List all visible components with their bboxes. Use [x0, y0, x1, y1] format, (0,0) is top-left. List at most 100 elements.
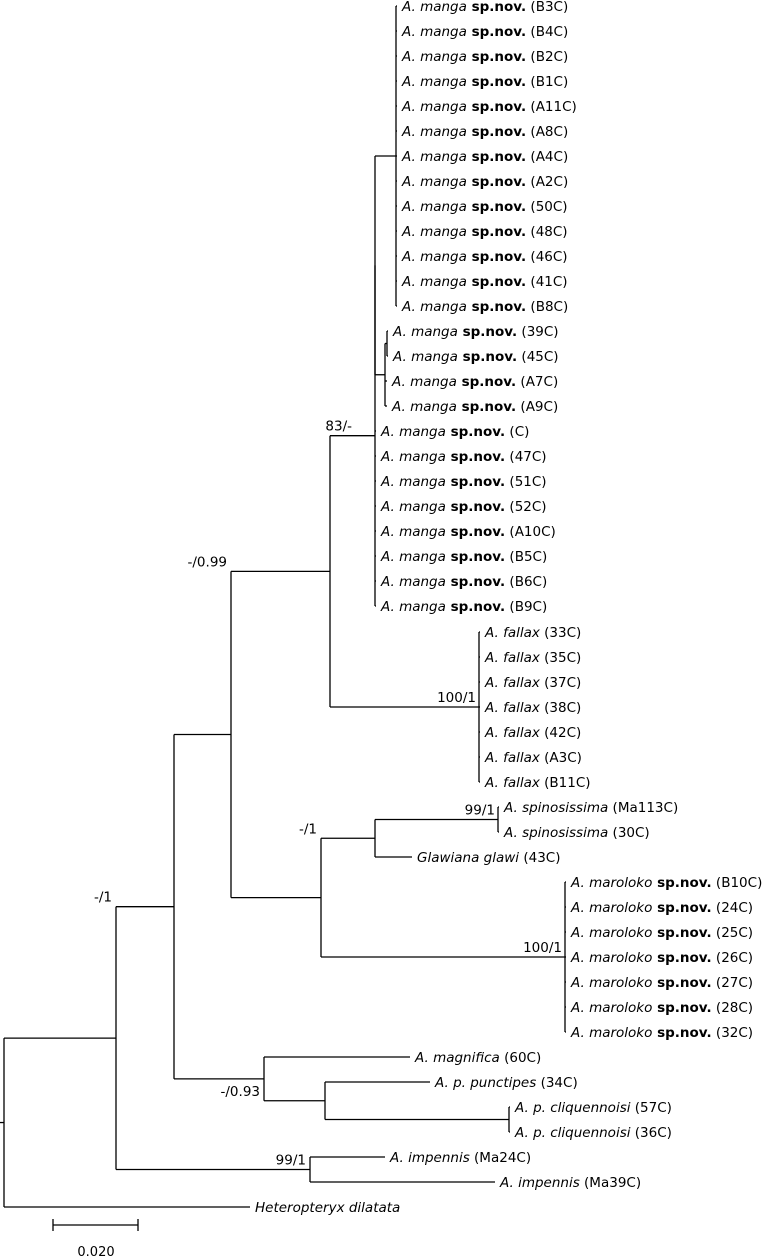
sp-nov-marker: sp.nov.	[458, 324, 517, 340]
taxon-label-manga_45C: A. manga sp.nov. (45C)	[392, 349, 559, 365]
support-magnifica_punctipes: -/0.93	[221, 1084, 260, 1100]
sp-nov-marker: sp.nov.	[446, 424, 505, 440]
taxon-name: A. fallax	[484, 775, 541, 791]
sp-nov-marker: sp.nov.	[467, 49, 526, 65]
specimen-code: (34C)	[536, 1075, 577, 1091]
specimen-code: (51C)	[505, 474, 546, 490]
sp-nov-marker: sp.nov.	[467, 0, 526, 15]
taxon-label-manga_A10C: A. manga sp.nov. (A10C)	[380, 524, 556, 540]
taxon-label-glawi_43C: Glawiana glawi (43C)	[417, 850, 561, 866]
specimen-code: (60C)	[500, 1050, 541, 1066]
taxon-name: A. manga	[401, 274, 467, 290]
sp-nov-marker: sp.nov.	[652, 1025, 711, 1041]
specimen-code: (26C)	[712, 950, 753, 966]
taxon-label-heteropteryx: Heteropteryx dilatata	[255, 1200, 400, 1216]
taxon-name: A. manga	[401, 99, 467, 115]
specimen-code: (Ma39C)	[580, 1175, 641, 1191]
taxon-name: A. manga	[401, 224, 467, 240]
support-spinosissima_clade: 99/1	[465, 803, 495, 819]
specimen-code: (28C)	[712, 1000, 753, 1016]
support-maroloko_clade: 100/1	[523, 940, 562, 956]
sp-nov-marker: sp.nov.	[467, 199, 526, 215]
specimen-code: (B3C)	[526, 0, 568, 15]
specimen-code: (B11C)	[540, 775, 591, 791]
taxon-name: A. impennis	[389, 1150, 470, 1166]
taxon-name: A. fallax	[484, 700, 541, 716]
specimen-code: (35C)	[540, 650, 581, 666]
support-glawi_maroloko: -/1	[299, 821, 317, 837]
specimen-code: (41C)	[526, 274, 567, 290]
taxon-label-manga_B9C: A. manga sp.nov. (B9C)	[380, 599, 547, 615]
taxon-label-manga_B6C: A. manga sp.nov. (B6C)	[380, 574, 547, 590]
taxon-name: A. spinosissima	[503, 825, 608, 841]
taxon-name: A. fallax	[484, 675, 541, 691]
taxon-name: A. manga	[401, 124, 467, 140]
sp-nov-marker: sp.nov.	[446, 524, 505, 540]
sp-nov-marker: sp.nov.	[467, 299, 526, 315]
support-impennis_clade: 99/1	[276, 1153, 306, 1169]
taxon-label-spinosissima_Ma113C: A. spinosissima (Ma113C)	[503, 800, 678, 816]
support-manga_fallax: -/0.99	[188, 554, 227, 570]
scale-bar-label: 0.020	[77, 1245, 114, 1260]
sp-nov-marker: sp.nov.	[467, 274, 526, 290]
specimen-code: (45C)	[517, 349, 558, 365]
taxon-label-cliquennoisi_36C: A. p. cliquennoisi (36C)	[514, 1125, 672, 1141]
taxon-name: A. manga	[401, 174, 467, 190]
taxon-label-manga_46C: A. manga sp.nov. (46C)	[401, 249, 568, 265]
taxon-label-manga_52C: A. manga sp.nov. (52C)	[380, 499, 547, 515]
specimen-code: (A4C)	[526, 149, 568, 165]
specimen-code: (B6C)	[505, 574, 547, 590]
support-manga_clade: 83/-	[325, 419, 352, 435]
taxon-name: A. manga	[391, 399, 457, 415]
taxon-name: A. manga	[392, 324, 458, 340]
taxon-name: A. manga	[401, 49, 467, 65]
taxon-name: A. maroloko	[570, 925, 652, 941]
taxon-label-maroloko_B10C: A. maroloko sp.nov. (B10C)	[570, 875, 762, 891]
sp-nov-marker: sp.nov.	[652, 975, 711, 991]
specimen-code: (B8C)	[526, 299, 568, 315]
taxon-label-fallax_37C: A. fallax (37C)	[484, 675, 581, 691]
taxon-name: A. manga	[380, 524, 446, 540]
taxon-label-manga_50C: A. manga sp.nov. (50C)	[401, 199, 568, 215]
specimen-code: (25C)	[712, 925, 753, 941]
sp-nov-marker: sp.nov.	[446, 499, 505, 515]
sp-nov-marker: sp.nov.	[446, 599, 505, 615]
sp-nov-marker: sp.nov.	[467, 124, 526, 140]
taxon-name: A. manga	[401, 199, 467, 215]
specimen-code: (A11C)	[526, 99, 577, 115]
taxon-label-fallax_A3C: A. fallax (A3C)	[484, 750, 582, 766]
taxon-label-manga_A8C: A. manga sp.nov. (A8C)	[401, 124, 568, 140]
support-ingroup_root: -/1	[94, 890, 112, 906]
specimen-code: (B2C)	[526, 49, 568, 65]
taxon-name: A. manga	[380, 424, 446, 440]
taxon-name: A. maroloko	[570, 900, 652, 916]
specimen-code: (37C)	[540, 675, 581, 691]
taxon-name: A. manga	[380, 599, 446, 615]
tree-branches	[0, 5, 566, 1208]
taxon-label-manga_B8C: A. manga sp.nov. (B8C)	[401, 299, 568, 315]
taxon-label-fallax_42C: A. fallax (42C)	[484, 725, 581, 741]
taxon-name: A. manga	[401, 299, 467, 315]
taxon-name: A. spinosissima	[503, 800, 608, 816]
taxon-label-manga_39C: A. manga sp.nov. (39C)	[392, 324, 559, 340]
sp-nov-marker: sp.nov.	[652, 1000, 711, 1016]
specimen-code: (38C)	[540, 700, 581, 716]
taxon-label-impennis_Ma39C: A. impennis (Ma39C)	[499, 1175, 641, 1191]
sp-nov-marker: sp.nov.	[467, 24, 526, 40]
sp-nov-marker: sp.nov.	[458, 349, 517, 365]
taxon-name: A. manga	[380, 549, 446, 565]
specimen-code: (B5C)	[505, 549, 547, 565]
specimen-code: (Ma113C)	[608, 800, 678, 816]
taxon-name: A. maroloko	[570, 975, 652, 991]
taxon-label-maroloko_24C: A. maroloko sp.nov. (24C)	[570, 900, 753, 916]
taxon-label-manga_A11C: A. manga sp.nov. (A11C)	[401, 99, 577, 115]
specimen-code: (Ma24C)	[470, 1150, 531, 1166]
specimen-code: (A10C)	[505, 524, 556, 540]
taxon-name: A. manga	[391, 374, 457, 390]
sp-nov-marker: sp.nov.	[457, 399, 516, 415]
specimen-code: (27C)	[712, 975, 753, 991]
taxon-name: A. fallax	[484, 625, 541, 641]
scale-bar: 0.020	[52, 1219, 139, 1260]
sp-nov-marker: sp.nov.	[446, 449, 505, 465]
